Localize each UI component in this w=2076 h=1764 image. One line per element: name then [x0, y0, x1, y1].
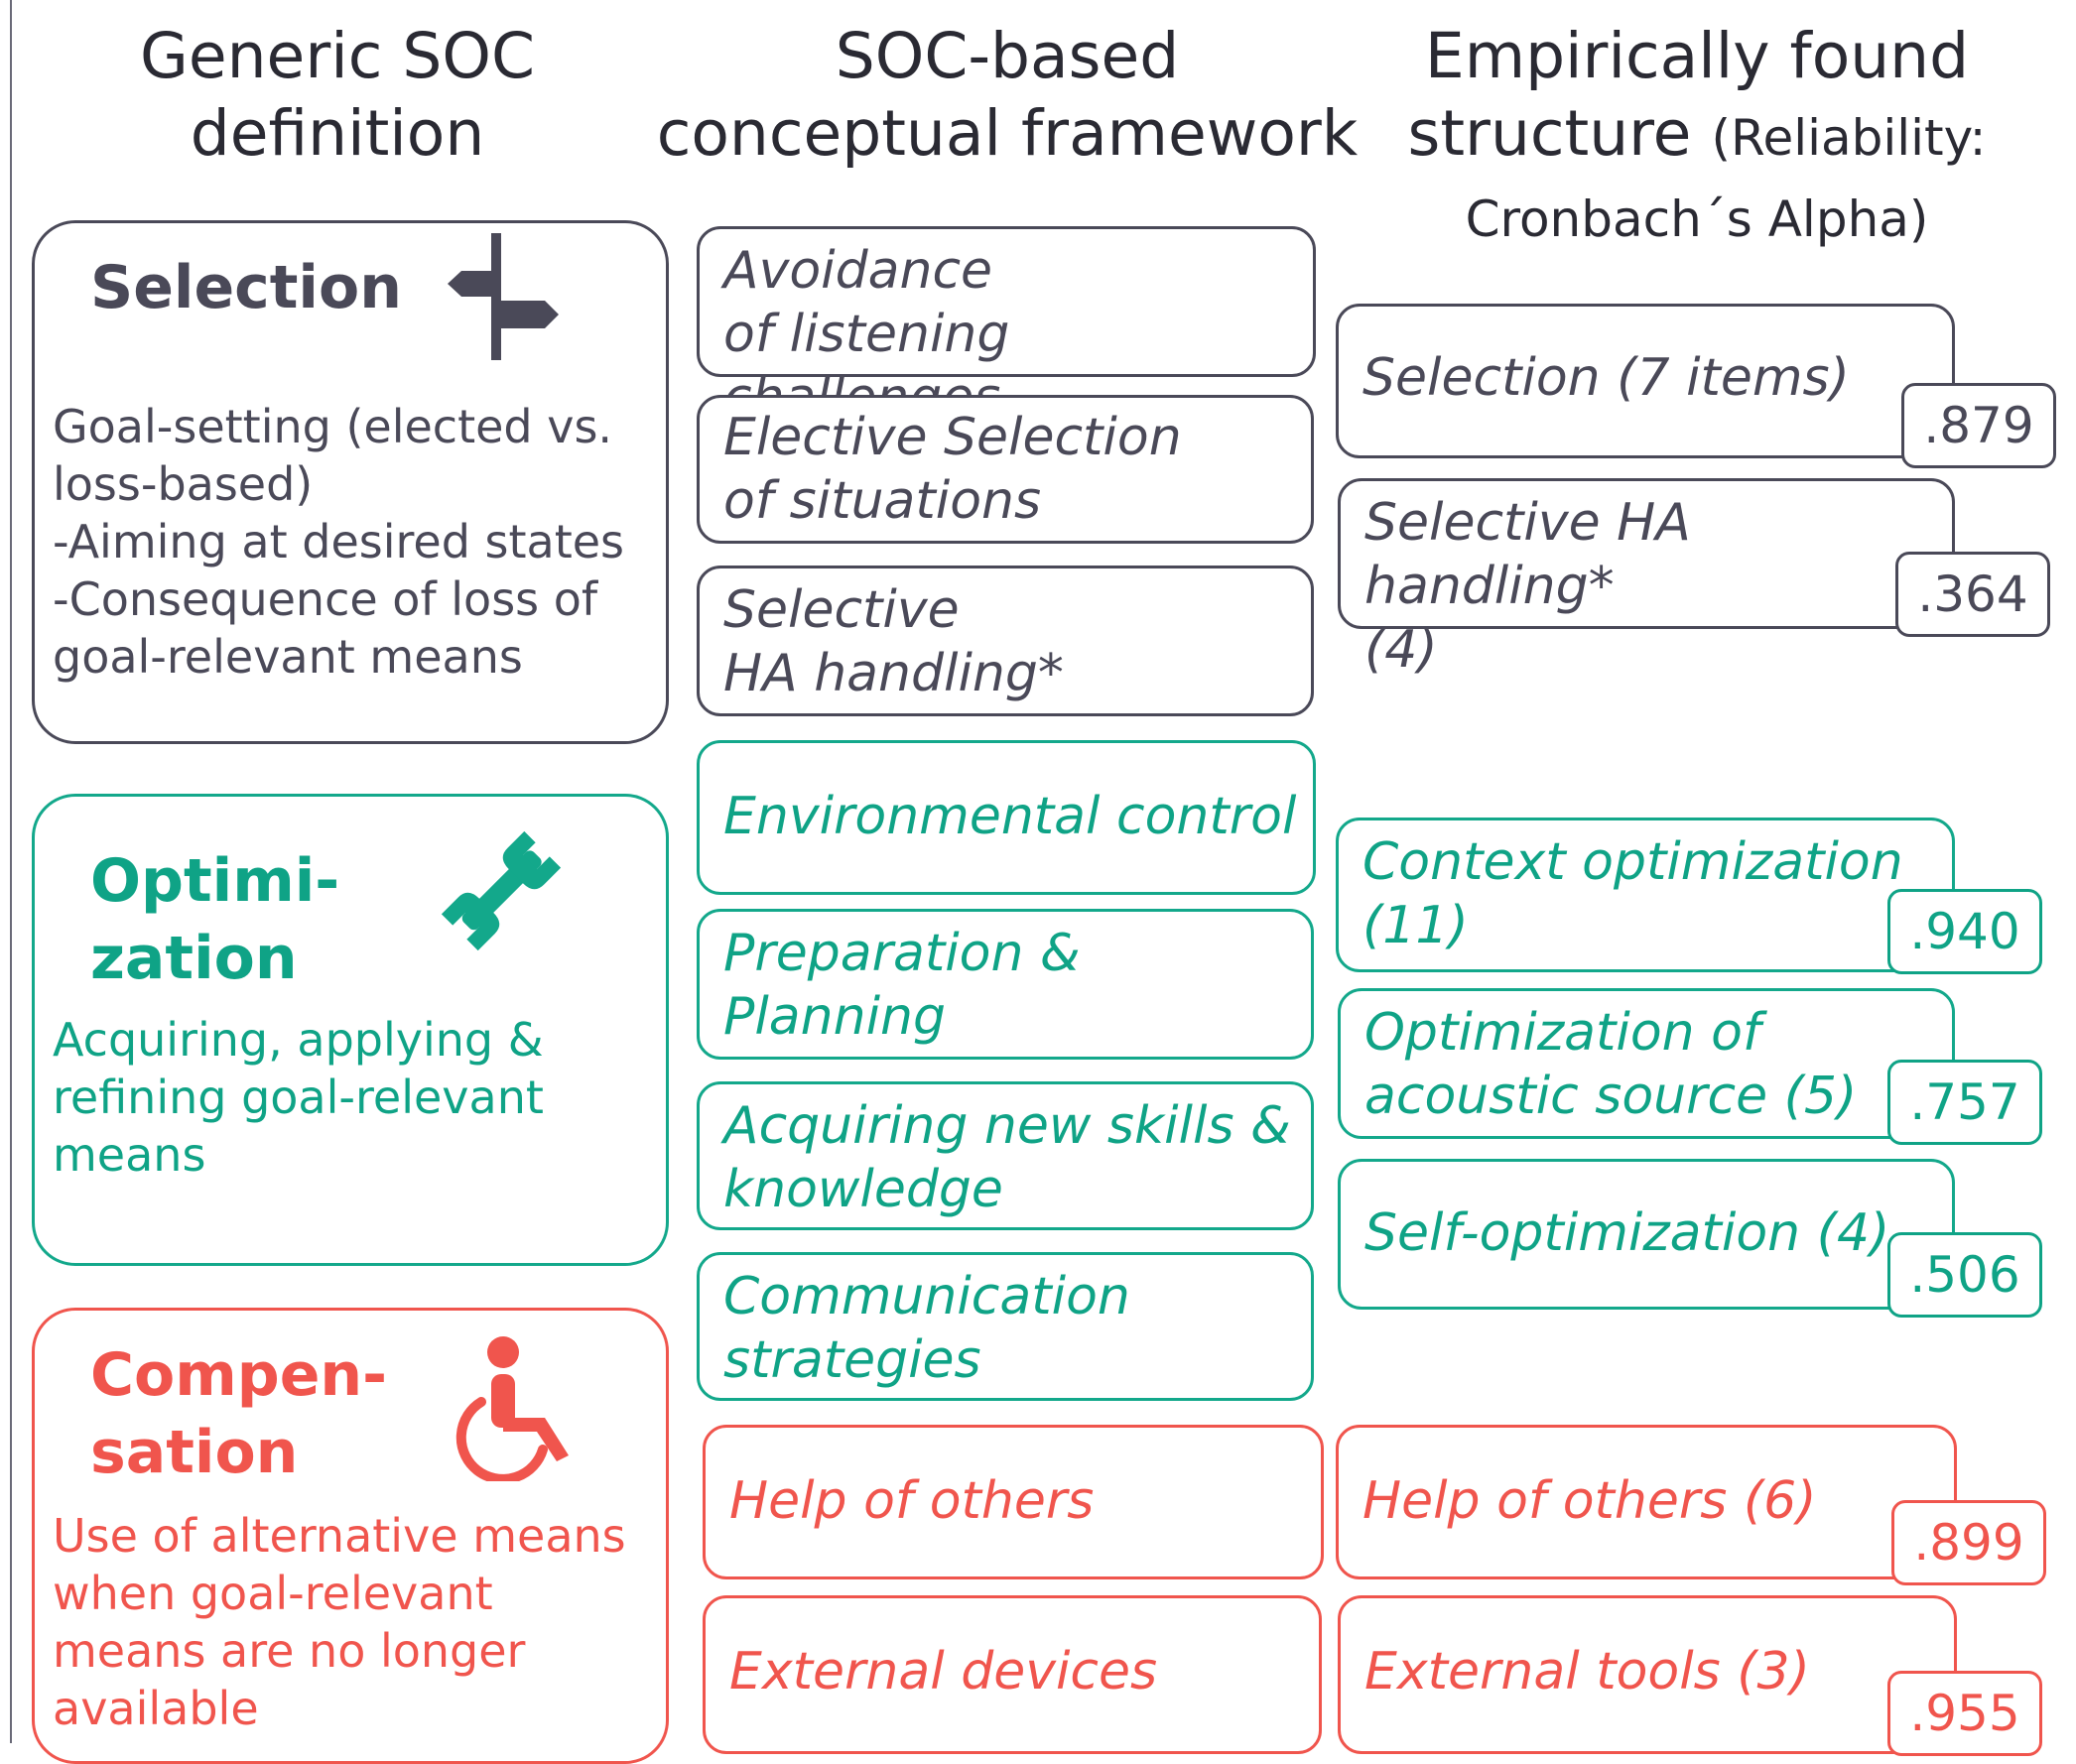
optimization-title: Optimi- zation [90, 846, 340, 993]
empirical-selective-ha-box: Selective HA handling* (4) [1338, 478, 1955, 680]
empirical-self-box: Self-optimization (4) [1338, 1159, 1955, 1310]
alpha-selection-value: .879 [1923, 397, 2034, 454]
empirical-context-box: Context optimization (11) [1336, 818, 1955, 972]
empirical-tools-label: External tools (3) [1364, 1642, 1810, 1701]
framework-preparation-box: Preparation & Planning [697, 909, 1314, 1060]
empirical-help-label: Help of others (6) [1362, 1471, 1817, 1531]
empirical-selective-ha-label: Selective HA handling* (4) [1364, 493, 1691, 680]
framework-elective-label: Elective Selection of situations [723, 408, 1182, 531]
alpha-help: .899 [1891, 1500, 2046, 1585]
header-generic-soc-text: Generic SOC definition [140, 20, 535, 170]
alpha-selective-ha-value: .364 [1917, 566, 2028, 623]
optimization-definition-box: Optimi- zation Acquiring, applying & ref… [32, 794, 669, 1266]
alpha-acoustic-value: .757 [1909, 1073, 2020, 1131]
header-soc-framework: SOC-based conceptual framework [655, 18, 1360, 173]
selection-title: Selection [90, 253, 402, 322]
alpha-self: .506 [1887, 1232, 2042, 1318]
framework-environmental-box: Environmental control [697, 740, 1316, 895]
compensation-definition-box: Compen- sation Use of alternative means … [32, 1308, 669, 1764]
header-soc-framework-text: SOC-based conceptual framework [656, 20, 1359, 170]
framework-communication-label: Communication strategies [723, 1267, 1130, 1390]
alpha-context: .940 [1887, 889, 2042, 974]
selection-definition-box: Selection Goal-setting (elected vs. loss… [32, 220, 669, 744]
framework-acquiring-box: Acquiring new skills & knowledge [697, 1081, 1314, 1230]
compensation-title: Compen- sation [90, 1340, 388, 1487]
framework-avoidance-box: Avoidance of listening challenges [697, 226, 1316, 428]
framework-devices-box: External devices [703, 1595, 1322, 1754]
framework-help-box: Help of others [703, 1425, 1324, 1579]
framework-devices-label: External devices [729, 1642, 1158, 1701]
wrench-icon [441, 830, 562, 951]
alpha-selection: .879 [1901, 383, 2056, 468]
alpha-acoustic: .757 [1887, 1060, 2042, 1145]
alpha-help-value: .899 [1913, 1514, 2024, 1572]
empirical-help-box: Help of others (6) [1336, 1425, 1957, 1579]
empirical-tools-box: External tools (3) [1338, 1595, 1957, 1754]
wheelchair-icon [455, 1336, 569, 1481]
alpha-self-value: .506 [1909, 1246, 2020, 1304]
signpost-icon [448, 233, 559, 360]
optimization-definition-text: Acquiring, applying & refining goal-rele… [53, 1013, 544, 1182]
header-generic-soc: Generic SOC definition [109, 18, 566, 173]
framework-selective-ha-box: Selective HA handling* [697, 566, 1314, 716]
framework-communication-box: Communication strategies [697, 1252, 1314, 1401]
left-frame-line [10, 0, 12, 1743]
empirical-acoustic-box: Optimization of acoustic source (5) [1338, 988, 1955, 1139]
framework-selective-ha-label: Selective HA handling* [723, 580, 1064, 703]
empirical-selection-box: Selection (7 items) [1336, 304, 1955, 458]
alpha-tools-value: .955 [1909, 1685, 2020, 1742]
framework-preparation-label: Preparation & Planning [723, 924, 1081, 1047]
framework-environmental-label: Environmental control [723, 787, 1297, 846]
header-empirical: Empirically found structure (Reliability… [1389, 18, 2005, 258]
empirical-context-label: Context optimization (11) [1362, 832, 1903, 955]
framework-acquiring-label: Acquiring new skills & knowledge [723, 1096, 1291, 1219]
framework-elective-box: Elective Selection of situations [697, 395, 1314, 544]
alpha-tools: .955 [1887, 1671, 2042, 1756]
alpha-selective-ha: .364 [1895, 552, 2050, 637]
compensation-definition-text: Use of alternative means when goal-relev… [53, 1509, 626, 1735]
empirical-self-label: Self-optimization (4) [1364, 1203, 1890, 1263]
alpha-context-value: .940 [1909, 903, 2020, 960]
framework-help-label: Help of others [729, 1471, 1095, 1531]
selection-definition-text: Goal-setting (elected vs. loss-based) -A… [53, 400, 625, 684]
header-empirical-reliability: (Reliability: Cronbach´s Alpha) [1465, 109, 1987, 248]
empirical-selection-label: Selection (7 items) [1362, 348, 1850, 408]
header-empirical-main: Empirically found structure [1407, 20, 1970, 170]
empirical-acoustic-label: Optimization of acoustic source (5) [1364, 1003, 1858, 1126]
